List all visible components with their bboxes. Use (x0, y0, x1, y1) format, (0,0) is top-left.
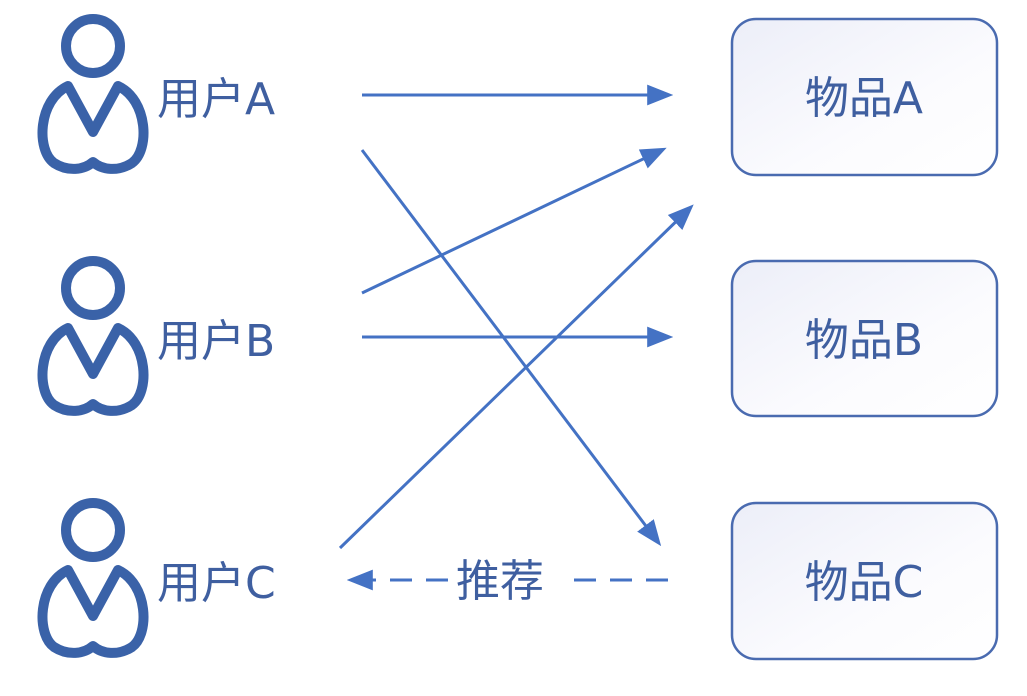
user-node-c: 用户C (37, 498, 276, 658)
user-icon (37, 14, 149, 174)
item-label: 物品B (805, 315, 923, 366)
edge-user-b-item-a (361, 147, 667, 295)
edge-user-c-item-a (338, 204, 694, 550)
recommend-label: 推荐 (456, 556, 544, 607)
item-label: 物品A (805, 73, 923, 124)
edge-user-a-item-c (360, 149, 662, 547)
item-node-b: 物品B (730, 259, 999, 418)
user-label: 用户A (157, 74, 275, 125)
item-label: 物品C (805, 557, 924, 608)
recommend-edge: 推荐 (346, 556, 668, 607)
user-node-a: 用户A (37, 14, 275, 174)
item-node-a: 物品A (730, 17, 999, 177)
user-label: 用户B (157, 316, 275, 367)
user-icon (37, 256, 149, 416)
user-node-b: 用户B (37, 256, 275, 416)
item-node-c: 物品C (730, 501, 999, 661)
user-icon (37, 498, 149, 658)
user-label: 用户C (157, 558, 276, 609)
